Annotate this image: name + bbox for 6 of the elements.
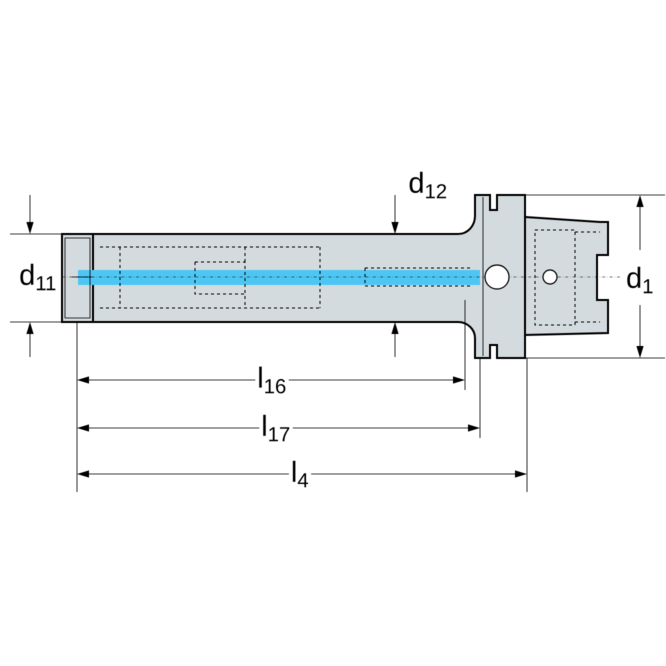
dimension-label: d$_{1}$	[624, 264, 656, 296]
dimension-label: l$_{4}$	[288, 458, 312, 490]
dimension-label: l$_{16}$	[255, 364, 289, 396]
dimension-label: d$_{11}$	[17, 262, 59, 292]
dimension-label: d$_{12}$	[406, 170, 450, 200]
dimension-label: l$_{17}$	[259, 412, 293, 444]
